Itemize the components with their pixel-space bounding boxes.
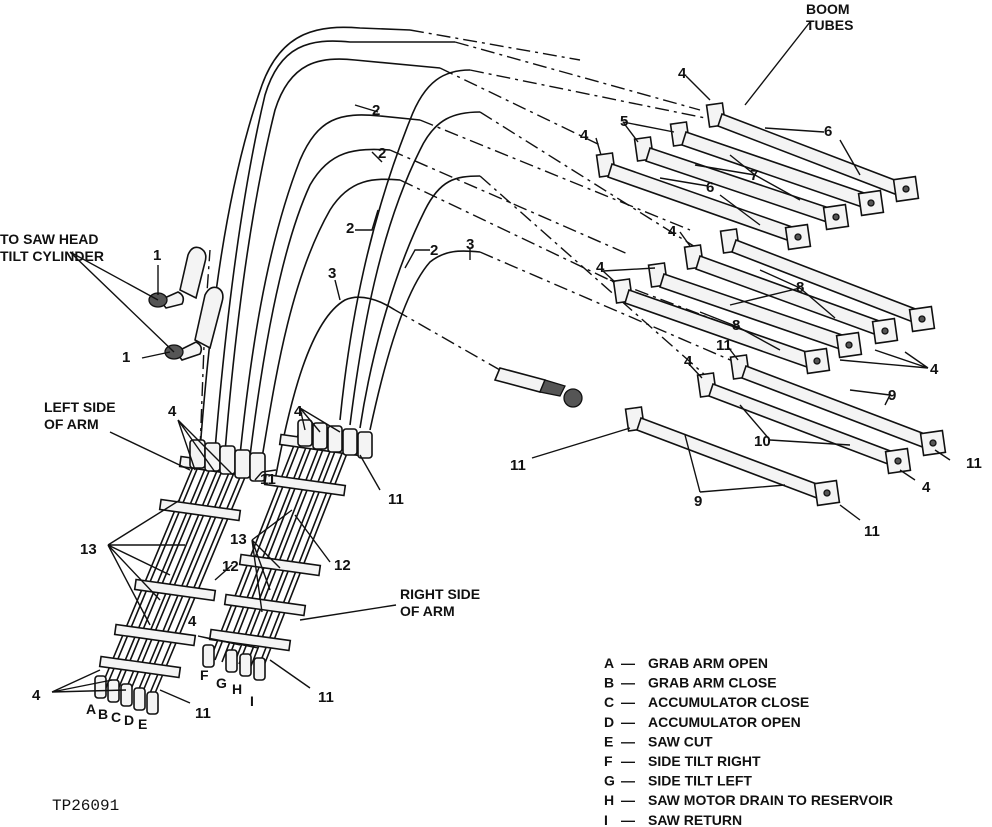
callout-11-right-bottom: 11 (318, 689, 334, 706)
port-letters: A B C D E F G H I (86, 667, 254, 732)
callout-1-bottom: 1 (122, 349, 130, 366)
legend-key-h: H (604, 792, 614, 808)
legend-text-f: SIDE TILT RIGHT (648, 753, 761, 769)
legend-dash: — (621, 714, 635, 730)
legend-text-a: GRAB ARM OPEN (648, 655, 768, 671)
legend-key-g: G (604, 773, 615, 789)
port-letter-g: G (216, 675, 227, 691)
callout-4-boom-5: 4 (684, 353, 693, 370)
legend-dash: — (621, 675, 635, 691)
callout-11-left-bottom: 11 (195, 705, 211, 722)
left-side-label-line2: OF ARM (44, 416, 99, 432)
saw-head-tilt-fittings (148, 246, 224, 361)
callout-5: 5 (620, 113, 628, 130)
leader-lines (51, 21, 951, 704)
legend-key-a: A (604, 655, 614, 671)
callout-9-b: 9 (694, 493, 702, 510)
legend-key-d: D (604, 714, 614, 730)
callout-11-left-top: 11 (260, 471, 276, 488)
callout-13-right: 13 (230, 531, 247, 548)
callout-12-right: 12 (334, 557, 351, 574)
callout-10: 10 (754, 433, 771, 450)
legend-text-b: GRAB ARM CLOSE (648, 675, 777, 691)
callout-4-boom-2: 4 (580, 127, 589, 144)
callout-4-boom-3: 4 (668, 223, 677, 240)
right-side-label-line2: OF ARM (400, 603, 455, 619)
callout-6-b: 6 (706, 179, 714, 196)
right-arm-hose-bundle (202, 419, 373, 681)
callout-4-boom-6: 4 (930, 361, 939, 378)
saw-head-label-line1: TO SAW HEAD (0, 231, 99, 247)
legend-dash: — (621, 655, 635, 671)
legend-key-b: B (604, 675, 614, 691)
callout-11-boom-b: 11 (966, 455, 982, 472)
callout-11-boom-d: 11 (864, 523, 880, 540)
callout-2-b: 2 (378, 145, 386, 162)
callout-4-boom-1: 4 (678, 65, 687, 82)
boom-tubes (595, 102, 947, 507)
port-letter-a: A (86, 701, 96, 717)
callout-numbers: 1 1 2 2 2 2 3 3 4 4 4 4 4 4 4 4 4 4 4 5 … (32, 65, 982, 722)
port-letter-i: I (250, 693, 254, 709)
port-letter-c: C (111, 709, 121, 725)
saw-head-label-line2: TILT CYLINDER (0, 248, 104, 264)
legend-dash: — (621, 812, 635, 827)
legend-dash: — (621, 694, 635, 710)
legend-text-c: ACCUMULATOR CLOSE (648, 694, 809, 710)
figure-code: TP26091 (52, 797, 119, 815)
callout-2-c: 2 (346, 220, 354, 237)
port-letter-f: F (200, 667, 209, 683)
callout-9-a: 9 (888, 387, 896, 404)
legend-dash: — (621, 792, 635, 808)
callout-4-right-bottom: 4 (188, 613, 197, 630)
legend-dash: — (621, 773, 635, 789)
callout-4-boom-4: 4 (596, 259, 605, 276)
callout-1-top: 1 (153, 247, 161, 264)
legend-text-g: SIDE TILT LEFT (648, 773, 752, 789)
callout-3-a: 3 (466, 236, 474, 253)
left-side-label-line1: LEFT SIDE (44, 399, 116, 415)
callout-4-boom-7: 4 (922, 479, 931, 496)
legend-text-i: SAW RETURN (648, 812, 742, 827)
legend-text-d: ACCUMULATOR OPEN (648, 714, 801, 730)
legend-text-h: SAW MOTOR DRAIN TO RESERVOIR (648, 792, 893, 808)
legend: A — GRAB ARM OPEN B — GRAB ARM CLOSE C — ACCUMUL… (604, 655, 893, 827)
legend-key-c: C (604, 694, 614, 710)
callout-3-b: 3 (328, 265, 336, 282)
callout-8-a: 8 (796, 279, 804, 296)
accumulator-cylinder (493, 367, 583, 408)
callout-2-d: 2 (430, 242, 438, 259)
boom-tubes-label-line2: TUBES (806, 17, 853, 33)
legend-text-e: SAW CUT (648, 733, 713, 749)
callout-4-left-top: 4 (168, 403, 177, 420)
hose-routes (199, 26, 931, 491)
port-letter-h: H (232, 681, 242, 697)
callout-8-b: 8 (732, 317, 740, 334)
diagram-labels: BOOM TUBES TO SAW HEAD TILT CYLINDER LEF… (0, 1, 853, 619)
callout-11-right-top: 11 (388, 491, 404, 508)
callout-7: 7 (750, 167, 758, 184)
callout-4-right-top: 4 (294, 403, 303, 420)
legend-dash: — (621, 753, 635, 769)
legend-dash: — (621, 733, 635, 749)
boom-tubes-label-line1: BOOM (806, 1, 850, 17)
right-side-label-line1: RIGHT SIDE (400, 586, 480, 602)
port-letter-b: B (98, 706, 108, 722)
callout-2-a: 2 (372, 102, 380, 119)
port-letter-e: E (138, 716, 147, 732)
callout-11-boom-a: 11 (716, 337, 732, 354)
callout-6-a: 6 (824, 123, 832, 140)
legend-key-f: F (604, 753, 613, 769)
port-letter-d: D (124, 712, 134, 728)
legend-key-i: I (604, 812, 608, 827)
callout-13-left: 13 (80, 541, 97, 558)
callout-11-boom-c: 11 (510, 457, 526, 474)
callout-12-left: 12 (222, 558, 239, 575)
callout-4-left-bottom: 4 (32, 687, 41, 704)
legend-key-e: E (604, 733, 613, 749)
